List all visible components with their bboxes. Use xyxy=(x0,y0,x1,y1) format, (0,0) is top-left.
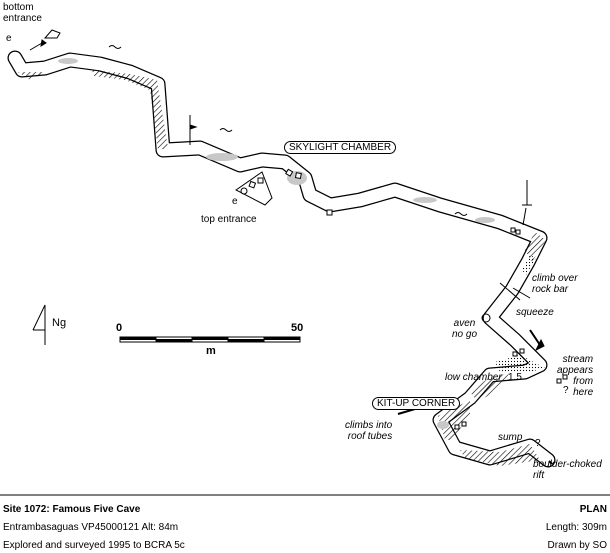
label-climb-over: climb over rock bar xyxy=(532,273,578,295)
survey-title: Site 1072: Famous Five Cave xyxy=(3,504,141,515)
dotted-areas xyxy=(495,255,545,372)
north-arrow xyxy=(32,304,46,345)
hatched-floor xyxy=(18,70,546,466)
drawn-by: Drawn by SO xyxy=(547,540,607,551)
view-type: PLAN xyxy=(579,504,607,515)
label-sump: sump xyxy=(498,432,523,443)
label-question-2: ? xyxy=(535,438,541,449)
scale-end: 50 xyxy=(291,322,304,334)
label-low-chamber: low chamber xyxy=(445,372,502,383)
sediment-areas xyxy=(58,58,495,429)
cave-length: Length: 309m xyxy=(545,522,607,533)
label-entrance-e1: e xyxy=(6,33,12,44)
label-entrance-e2: e xyxy=(232,196,238,207)
label-climbs-into: climbs into roof tubes xyxy=(345,420,393,442)
scale-bar xyxy=(119,336,301,343)
label-bottom-entrance: bottom entrance xyxy=(3,2,42,24)
label-top-entrance: top entrance xyxy=(201,214,257,225)
label-boulder: boulder-choked rift xyxy=(533,459,602,481)
label-aven: aven no go xyxy=(452,318,478,340)
label-low-chamber-height: 1.5 xyxy=(508,372,522,383)
survey-grade: Explored and surveyed 1995 to BCRA 5c xyxy=(3,540,185,551)
label-question-1: ? xyxy=(563,385,569,396)
label-stream: stream appears from here xyxy=(557,354,594,398)
top-entrance-chamber xyxy=(235,168,568,430)
north-label: Ng xyxy=(52,317,67,329)
scale-start: 0 xyxy=(116,322,123,334)
scale-unit: m xyxy=(206,345,216,357)
survey-location: Entrambasaguas VP45000121 Alt: 84m xyxy=(3,522,179,533)
label-kit-up-corner: KIT-UP CORNER xyxy=(372,397,461,410)
label-squeeze: squeeze xyxy=(516,307,554,318)
passage xyxy=(7,50,556,468)
label-skylight-chamber: SKYLIGHT CHAMBER xyxy=(284,141,397,154)
